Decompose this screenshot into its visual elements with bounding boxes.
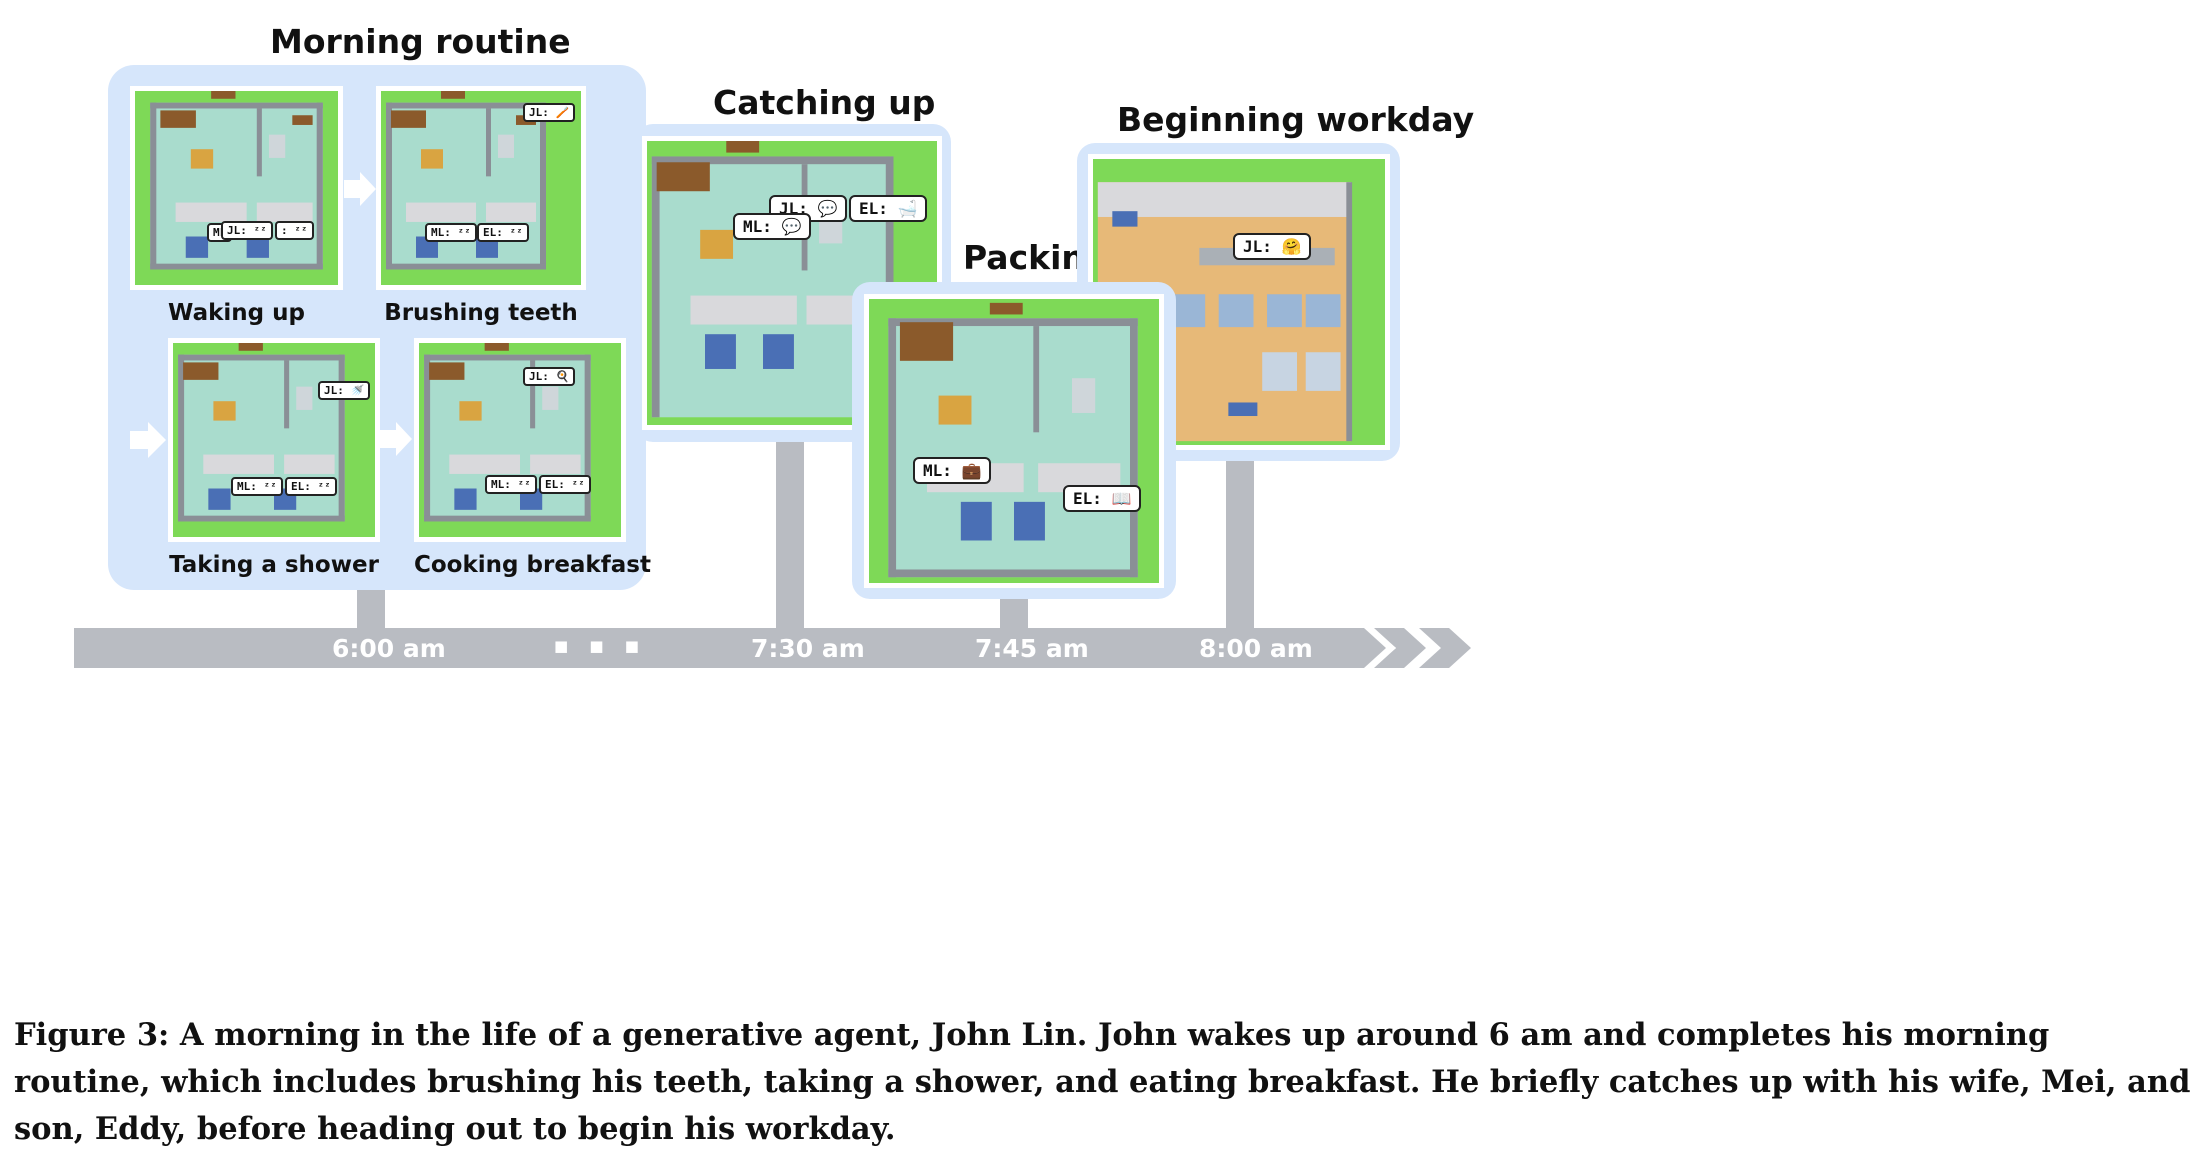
- time-label-730am: 7:30 am: [751, 634, 865, 663]
- label-brushing-teeth: Brushing teeth: [384, 300, 578, 326]
- scene-beginning-workday: JL: 🤗: [1088, 154, 1390, 450]
- arrow-right-icon: [380, 422, 412, 460]
- label-cooking-breakfast: Cooking breakfast: [414, 552, 651, 578]
- time-ellipsis: ■ ■ ■: [554, 637, 647, 655]
- stem-6am: [357, 585, 385, 635]
- bubble-cooking-jl: JL: 🍳: [523, 367, 576, 386]
- label-waking-up: Waking up: [168, 300, 305, 326]
- scene-catching-up: JL: 💬 ML: 💬 EL: 🛁: [642, 136, 942, 430]
- time-label-800am: 8:00 am: [1199, 634, 1313, 663]
- stem-730am: [776, 440, 804, 635]
- scene-cooking-breakfast: JL: 🍳 ML: ᶻᶻ EL: ᶻᶻ: [414, 338, 626, 542]
- bubble-shower-jl: JL: 🚿: [318, 381, 371, 400]
- stem-800am: [1226, 460, 1254, 635]
- bubble-waking-el: : ᶻᶻ: [275, 221, 314, 240]
- bubble-shower-ml: ML: ᶻᶻ: [231, 477, 283, 496]
- figure-caption: Figure 3: A morning in the life of a gen…: [14, 1017, 2191, 1147]
- scene-taking-shower: JL: 🚿 ML: ᶻᶻ EL: ᶻᶻ: [168, 338, 380, 542]
- bubble-shower-el: EL: ᶻᶻ: [285, 477, 337, 496]
- scene-packing: ML: 💼 EL: 📖: [864, 294, 1164, 588]
- bubble-cooking-el: EL: ᶻᶻ: [539, 475, 591, 494]
- label-taking-shower: Taking a shower: [169, 552, 379, 578]
- bubble-workday-jl: JL: 🤗: [1233, 233, 1312, 260]
- bubble-brushing-el: EL: ᶻᶻ: [477, 223, 529, 242]
- bubble-waking-jl: JL: ᶻᶻ: [221, 221, 273, 240]
- scene-brushing-teeth: JL: 🪥 ML: ᶻᶻ EL: ᶻᶻ: [376, 86, 586, 290]
- arrow-right-icon: [344, 172, 376, 210]
- bubble-brushing-ml: ML: ᶻᶻ: [425, 223, 477, 242]
- bubble-catching-el: EL: 🛁: [849, 195, 928, 222]
- time-label-6am: 6:00 am: [332, 634, 446, 663]
- timeline-bar: [74, 628, 1474, 668]
- arrow-right-icon: [130, 422, 166, 462]
- title-catching-up: Catching up: [713, 83, 936, 122]
- bubble-cooking-ml: ML: ᶻᶻ: [485, 475, 537, 494]
- scene-waking-up: ML JL: ᶻᶻ : ᶻᶻ: [130, 86, 343, 290]
- time-label-745am: 7:45 am: [975, 634, 1089, 663]
- bubble-packing-el: EL: 📖: [1063, 485, 1142, 512]
- title-beginning-workday: Beginning workday: [1117, 100, 1475, 139]
- bubble-packing-ml: ML: 💼: [913, 457, 992, 484]
- bubble-brushing-jl: JL: 🪥: [523, 103, 576, 122]
- bubble-catching-ml: ML: 💬: [733, 213, 812, 240]
- title-morning-routine: Morning routine: [270, 22, 571, 61]
